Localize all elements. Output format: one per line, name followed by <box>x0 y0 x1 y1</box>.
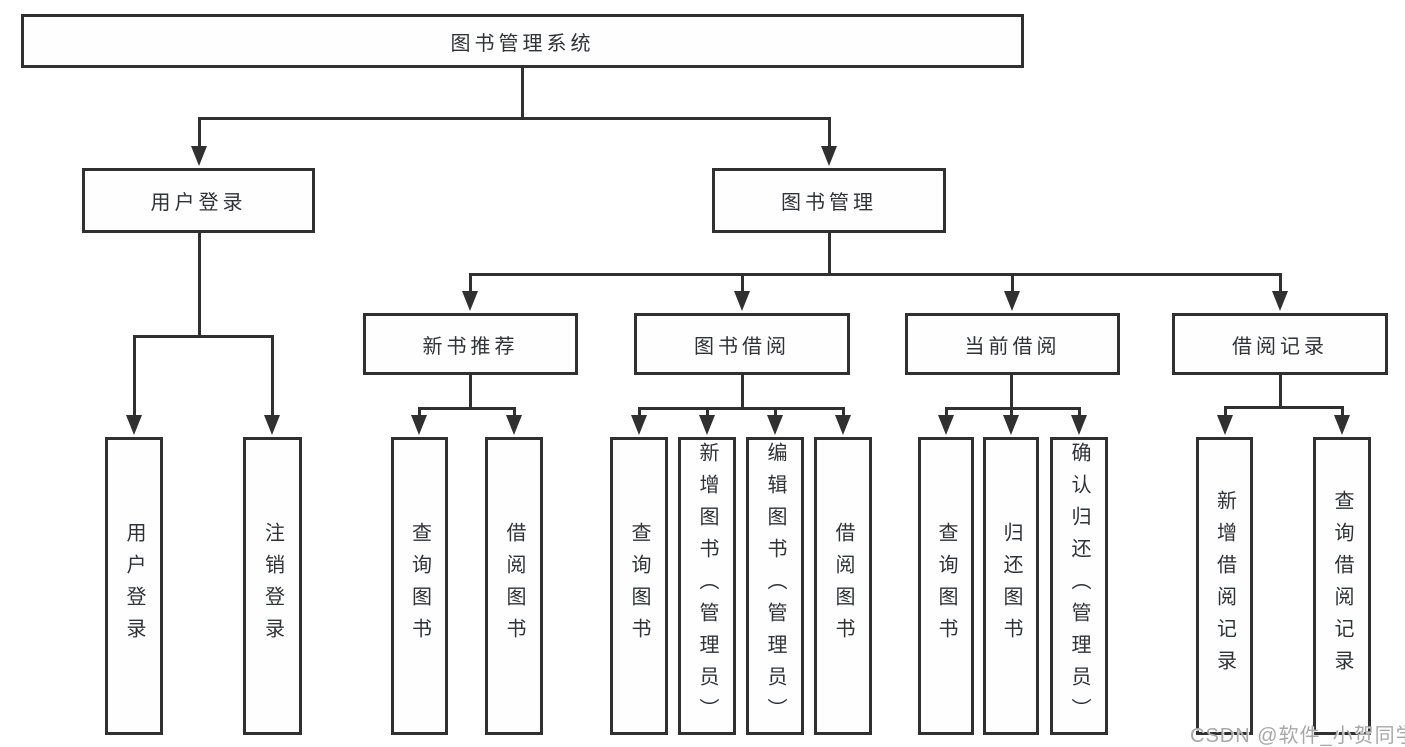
node-root: 图书管理系统 <box>21 14 1024 68</box>
connector-drop <box>1279 273 1282 295</box>
leaf-return-books-label: 归还图书 <box>1000 522 1022 650</box>
leaf-borrow-query-books: 查询图书 <box>610 437 668 735</box>
leaf-query-borrow-record: 查询借阅记录 <box>1313 437 1371 735</box>
connector-drop <box>706 407 709 419</box>
leaf-add-books-admin: 新增图书（管理员） <box>678 437 736 735</box>
arrowhead-icon <box>938 415 954 435</box>
connector-drop <box>1078 407 1081 419</box>
leaf-recommend-borrow-books: 借阅图书 <box>485 437 543 735</box>
arrowhead-icon <box>264 415 280 435</box>
leaf-edit-books-admin-label: 编辑图书（管理员） <box>764 442 786 730</box>
connector-stem <box>469 375 472 410</box>
arrowhead-icon <box>734 291 750 311</box>
node-book-borrow: 图书借阅 <box>634 313 850 375</box>
leaf-current-query-books-label: 查询图书 <box>935 522 957 650</box>
node-current-borrow-label: 当前借阅 <box>964 335 1061 358</box>
leaf-logout-login-label: 注销登录 <box>261 522 284 650</box>
connector-drop <box>133 335 136 419</box>
leaf-confirm-return-admin: 确认归还（管理员） <box>1050 437 1108 735</box>
connector-branch <box>133 335 274 338</box>
connector-drop <box>828 117 831 150</box>
leaf-edit-books-admin: 编辑图书（管理员） <box>746 437 804 735</box>
connector-stem <box>521 68 524 120</box>
connector-drop <box>271 335 274 419</box>
node-borrow-records-label: 借阅记录 <box>1232 335 1328 358</box>
leaf-return-books: 归还图书 <box>983 437 1039 735</box>
node-user-login: 用户登录 <box>82 168 315 233</box>
node-current-borrow: 当前借阅 <box>905 313 1120 375</box>
connector-drop <box>842 407 845 419</box>
node-book-mgmt: 图书管理 <box>712 168 946 233</box>
leaf-current-query-books: 查询图书 <box>918 437 974 735</box>
leaf-add-borrow-record-label: 新增借阅记录 <box>1213 490 1236 682</box>
arrowhead-icon <box>631 415 647 435</box>
leaf-logout-login: 注销登录 <box>243 437 302 735</box>
node-new-book-recommend: 新书推荐 <box>363 313 578 375</box>
node-book-mgmt-label: 图书管理 <box>781 192 877 214</box>
connector-drop <box>418 407 421 419</box>
leaf-user-login: 用户登录 <box>105 437 163 735</box>
arrowhead-icon <box>1272 291 1288 311</box>
connector-branch <box>638 407 845 410</box>
node-new-book-recommend-label: 新书推荐 <box>422 335 519 358</box>
leaf-add-borrow-record: 新增借阅记录 <box>1196 437 1253 735</box>
connector-drop <box>638 407 641 419</box>
node-book-borrow-label: 图书借阅 <box>694 335 790 358</box>
arrowhead-icon <box>767 415 783 435</box>
connector-branch <box>1224 406 1344 409</box>
arrowhead-icon <box>1071 415 1087 435</box>
connector-stem <box>198 233 201 338</box>
connector-drop <box>513 407 516 419</box>
connector-drop <box>741 273 744 295</box>
connector-drop <box>1341 406 1344 419</box>
connector-drop <box>198 117 201 150</box>
leaf-user-login-label: 用户登录 <box>123 522 145 650</box>
node-root-label: 图书管理系统 <box>450 32 595 55</box>
connector-drop <box>469 273 472 295</box>
connector-drop <box>945 407 948 419</box>
arrowhead-icon <box>1334 415 1350 435</box>
connector-stem <box>1010 375 1013 410</box>
leaf-query-borrow-record-label: 查询借阅记录 <box>1331 490 1353 682</box>
node-borrow-records: 借阅记录 <box>1172 313 1388 375</box>
connector-drop <box>1224 406 1227 419</box>
arrowhead-icon <box>411 415 427 435</box>
arrowhead-icon <box>462 291 478 311</box>
connector-branch <box>469 273 1282 276</box>
connector-branch <box>945 407 1081 410</box>
watermark: CSDN @软件_小贺同学 <box>1190 725 1405 747</box>
connector-drop <box>774 407 777 419</box>
arrowhead-icon <box>699 415 715 435</box>
arrowhead-icon <box>1217 415 1233 435</box>
leaf-recommend-query-books-label: 查询图书 <box>408 522 431 650</box>
connector-branch <box>418 407 516 410</box>
leaf-borrow-borrow-books-label: 借阅图书 <box>832 522 854 650</box>
arrowhead-icon <box>835 415 851 435</box>
leaf-confirm-return-admin-label: 确认归还（管理员） <box>1068 442 1090 730</box>
connector-branch <box>198 117 831 120</box>
leaf-borrow-query-books-label: 查询图书 <box>628 522 650 650</box>
arrowhead-icon <box>1004 291 1020 311</box>
connector-drop <box>1011 273 1014 295</box>
connector-drop <box>1010 407 1013 419</box>
leaf-recommend-query-books: 查询图书 <box>391 437 448 735</box>
arrowhead-icon <box>821 146 837 166</box>
connector-stem <box>1279 375 1282 409</box>
arrowhead-icon <box>506 415 522 435</box>
leaf-borrow-borrow-books: 借阅图书 <box>814 437 872 735</box>
leaf-recommend-borrow-books-label: 借阅图书 <box>503 522 525 650</box>
connector-stem <box>828 233 831 276</box>
leaf-add-books-admin-label: 新增图书（管理员） <box>696 442 718 730</box>
arrowhead-icon <box>126 415 142 435</box>
node-user-login-label: 用户登录 <box>150 192 247 214</box>
arrowhead-icon <box>191 146 207 166</box>
connector-stem <box>741 375 744 410</box>
arrowhead-icon <box>1003 415 1019 435</box>
